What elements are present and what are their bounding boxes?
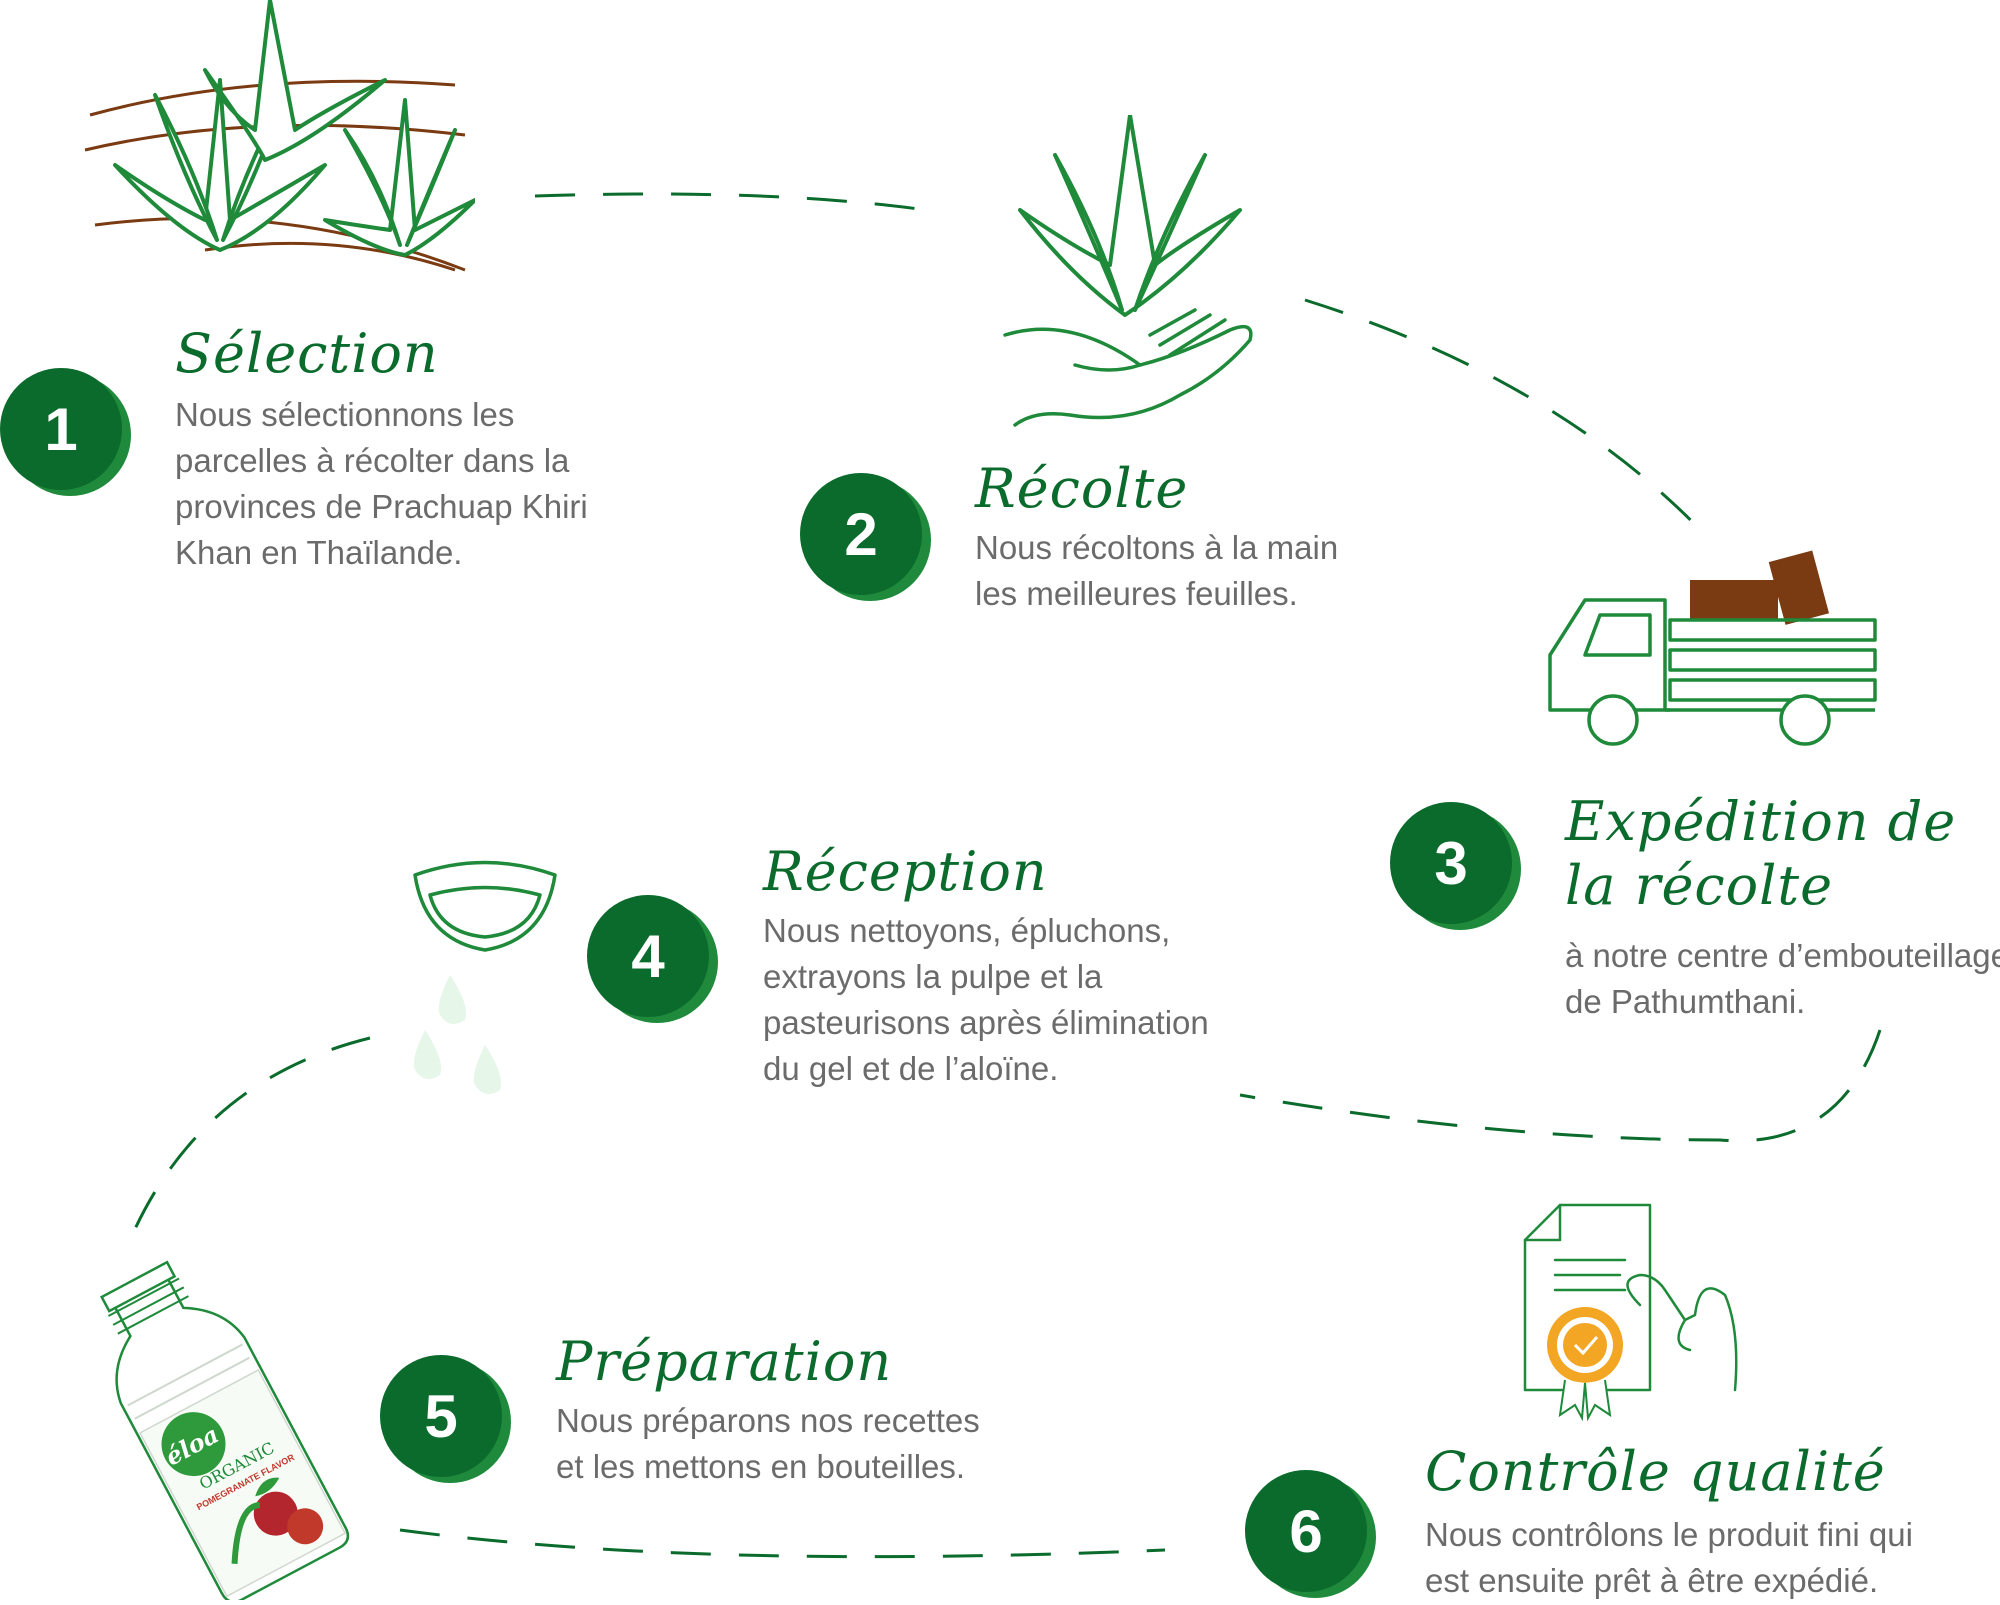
truck-icon	[1548, 550, 1877, 746]
description-line: et les mettons en bouteilles.	[556, 1448, 966, 1485]
step-2-number-badge: 2	[800, 473, 922, 595]
step-3-title-line-1: Expédition de	[1565, 790, 1957, 853]
description-line: les meilleures feuilles.	[975, 575, 1298, 612]
description-line: provinces de Prachuap Khiri	[175, 488, 588, 525]
description-line: à notre centre d’embouteillage	[1565, 937, 2000, 974]
step-5-title: Préparation	[556, 1330, 893, 1393]
step-3-title: Expédition de la récolte	[1565, 790, 1956, 918]
description-line: parcelles à récolter dans la	[175, 442, 570, 479]
description-line: extrayons la pulpe et la	[763, 958, 1103, 995]
bottle-icon: éloa ORGANIC POMEGRANATE FLAVOR	[100, 1260, 350, 1600]
step-6-number-badge: 6	[1245, 1470, 1367, 1592]
step-5-description: Nous préparons nos recettes et les metto…	[556, 1398, 980, 1490]
step-3-description: à notre centre d’embouteillage de Pathum…	[1565, 933, 2000, 1025]
description-line: de Pathumthani.	[1565, 983, 1806, 1020]
step-1-number-badge: 1	[0, 368, 122, 490]
step-4-title: Réception	[763, 840, 1048, 903]
step-3-number-badge: 3	[1390, 802, 1512, 924]
step-4-number-badge: 4	[587, 895, 709, 1017]
description-line: est ensuite prêt à être expédié.	[1425, 1562, 1879, 1599]
certificate-icon	[1523, 1203, 1738, 1422]
description-line: pasteurisons après élimination	[763, 1004, 1209, 1041]
description-line: du gel et de l’aloïne.	[763, 1050, 1059, 1087]
step-1-description: Nous sélectionnons les parcelles à récol…	[175, 392, 588, 576]
step-2-title: Récolte	[975, 457, 1189, 520]
description-line: Nous préparons nos recettes	[556, 1402, 980, 1439]
description-line: Nous récoltons à la main	[975, 529, 1339, 566]
hand-holding-aloe-icon	[1003, 115, 1253, 427]
step-2-description: Nous récoltons à la main les meilleures …	[975, 525, 1338, 617]
description-line: Nous nettoyons, épluchons,	[763, 912, 1171, 949]
aloe-slice-drops-icon	[413, 860, 557, 1094]
description-line: Nous sélectionnons les	[175, 396, 515, 433]
description-line: Nous contrôlons le produit fini qui	[1425, 1516, 1913, 1553]
step-6-title: Contrôle qualité	[1425, 1440, 1886, 1503]
aloe-field-icon	[84, 0, 475, 272]
step-1-title: Sélection	[175, 322, 439, 385]
step-5-number-badge: 5	[380, 1355, 502, 1477]
step-3-title-line-2: la récolte	[1565, 854, 1834, 917]
description-line: Khan en Thaïlande.	[175, 534, 463, 571]
step-4-description: Nous nettoyons, épluchons, extrayons la …	[763, 908, 1209, 1092]
step-6-description: Nous contrôlons le produit fini qui est …	[1425, 1512, 1913, 1604]
